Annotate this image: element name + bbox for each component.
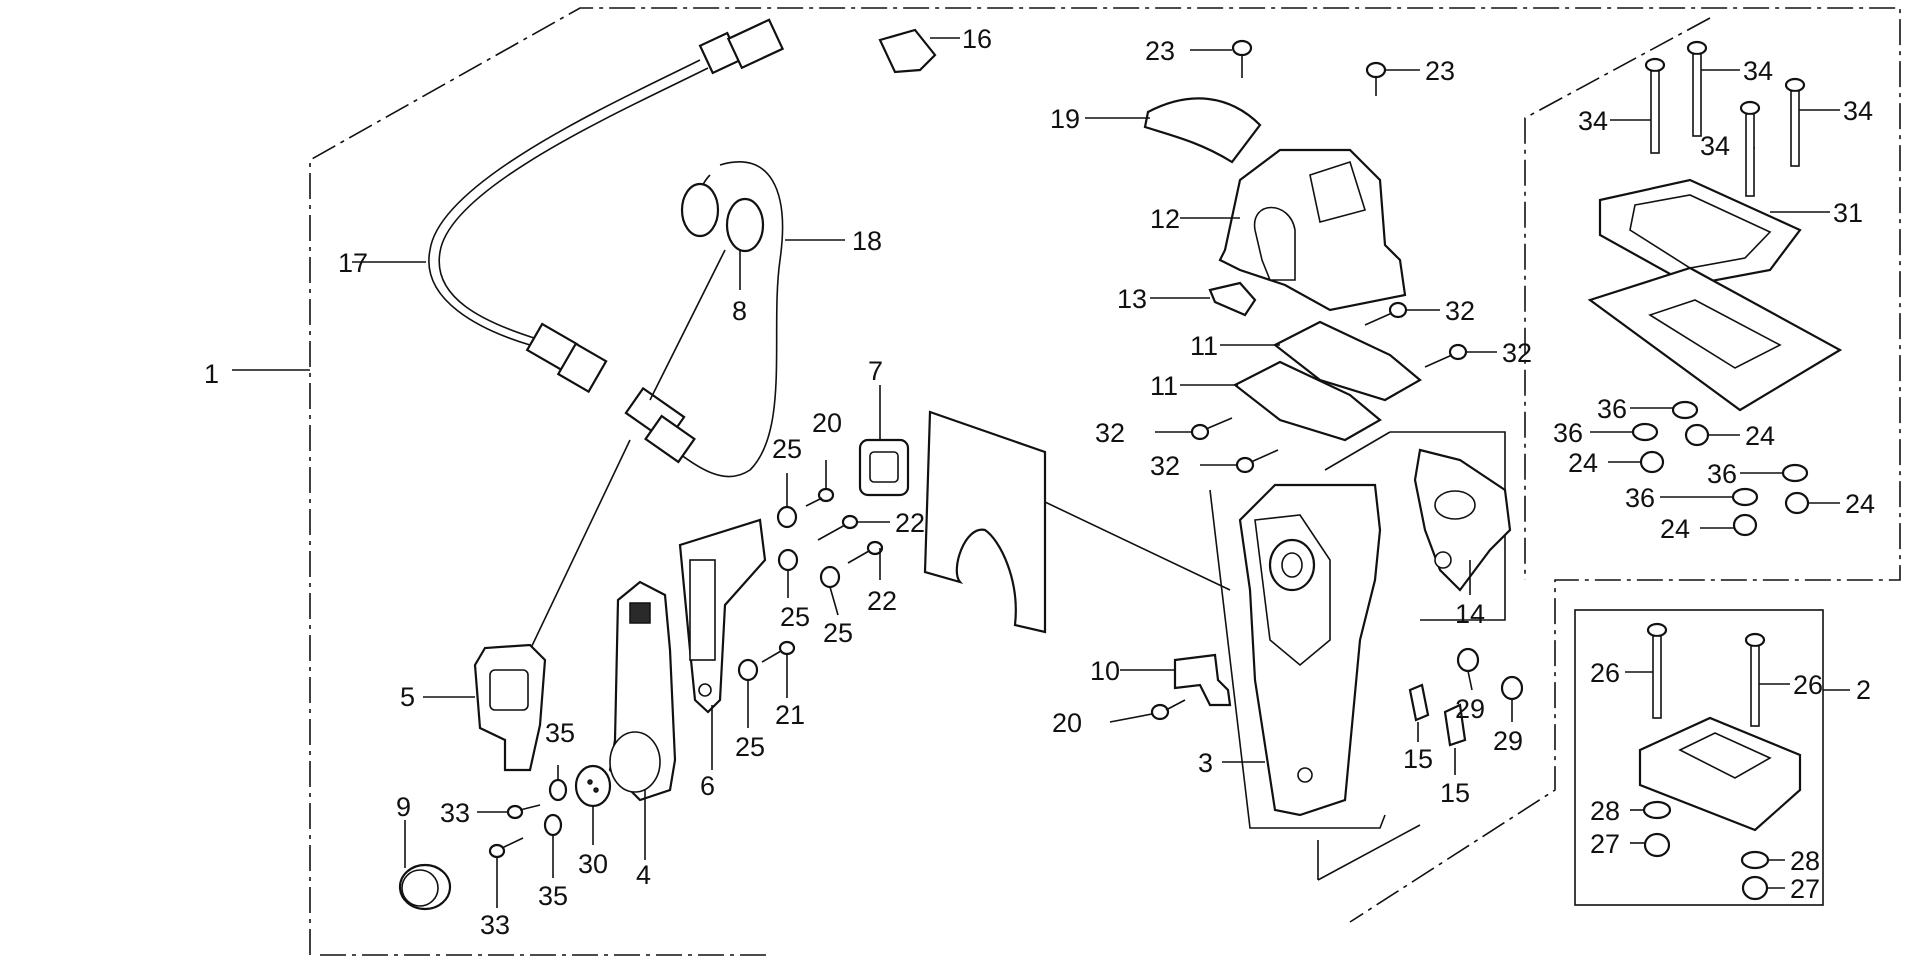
nuts-washers-right xyxy=(1590,400,1840,537)
callout-5: 5 xyxy=(400,682,415,712)
screws-32 xyxy=(1155,301,1497,474)
callout-19: 19 xyxy=(1050,104,1080,134)
callout-31: 31 xyxy=(1833,198,1863,228)
callout-30: 30 xyxy=(578,849,608,879)
callout-4: 4 xyxy=(636,860,651,890)
grommet-7 xyxy=(858,385,910,497)
cam-plate-14 xyxy=(1413,448,1512,595)
callout-35b: 35 xyxy=(538,881,568,911)
callout-23b: 23 xyxy=(1425,56,1455,86)
callout-12: 12 xyxy=(1150,204,1180,234)
callout-36b: 36 xyxy=(1553,418,1583,448)
callout-22a: 22 xyxy=(895,508,925,538)
subassembly-2-box xyxy=(1574,609,1824,906)
cap-9 xyxy=(398,820,452,911)
callout-32a: 32 xyxy=(1445,296,1475,326)
screws-23 xyxy=(1190,39,1420,96)
callout-6: 6 xyxy=(700,771,715,801)
clips-15 xyxy=(1408,683,1467,775)
callout-7: 7 xyxy=(868,356,883,386)
lever-arm-4 xyxy=(608,580,677,860)
callout-26b: 26 xyxy=(1793,670,1823,700)
callout-26a: 26 xyxy=(1590,658,1620,688)
callout-25c: 25 xyxy=(823,618,853,648)
callout-32c: 32 xyxy=(1095,418,1125,448)
callout-2: 2 xyxy=(1856,675,1871,705)
group-boundaries xyxy=(232,7,1901,956)
callout-11b: 11 xyxy=(1150,371,1178,401)
callout-18: 18 xyxy=(852,226,882,256)
callout-25a: 25 xyxy=(772,434,802,464)
callout-9: 9 xyxy=(396,792,411,822)
callout-33a: 33 xyxy=(440,798,470,828)
clip-13 xyxy=(1150,281,1257,317)
callout-28a: 28 xyxy=(1590,796,1620,826)
callout-29a: 29 xyxy=(1455,694,1485,724)
callout-23a: 23 xyxy=(1145,36,1175,66)
callout-29b: 29 xyxy=(1493,726,1523,756)
callout-17: 17 xyxy=(338,248,368,278)
callout-34a: 34 xyxy=(1578,106,1608,136)
callout-25b: 25 xyxy=(780,602,810,632)
small-fasteners-left xyxy=(477,460,890,908)
callout-34b: 34 xyxy=(1743,56,1773,86)
subassembly-2-parts xyxy=(1625,622,1802,901)
callout-24b: 24 xyxy=(1568,448,1598,478)
callout-24c: 24 xyxy=(1845,489,1875,519)
callout-10: 10 xyxy=(1090,656,1120,686)
callout-34c: 34 xyxy=(1700,131,1730,161)
callout-27b: 27 xyxy=(1790,874,1820,904)
gasket-plate xyxy=(1587,266,1843,412)
callout-33b: 33 xyxy=(480,910,510,940)
plate-31 xyxy=(1598,178,1830,287)
callout-32d: 32 xyxy=(1150,451,1180,481)
control-housing-3 xyxy=(1222,483,1382,817)
callout-1: 1 xyxy=(204,359,219,389)
bolts-34 xyxy=(1610,40,1840,197)
callout-28b: 28 xyxy=(1790,846,1820,876)
callout-labels: 1 2 3 4 5 6 7 8 9 10 11 11 12 13 14 15 1… xyxy=(204,24,1875,940)
callout-11a: 11 xyxy=(1190,331,1218,361)
callout-36c: 36 xyxy=(1707,459,1737,489)
bracket-10 xyxy=(1120,653,1232,707)
callout-27a: 27 xyxy=(1590,829,1620,859)
callout-36d: 36 xyxy=(1625,483,1655,513)
callout-24d: 24 xyxy=(1660,514,1690,544)
callout-24a: 24 xyxy=(1745,421,1775,451)
callout-36a: 36 xyxy=(1597,394,1627,424)
callout-13: 13 xyxy=(1117,284,1147,314)
callout-15a: 15 xyxy=(1403,744,1433,774)
callout-20a: 20 xyxy=(812,408,842,438)
clip-16 xyxy=(878,28,960,74)
callout-14: 14 xyxy=(1455,599,1485,629)
lever-6 xyxy=(678,518,767,770)
callout-8: 8 xyxy=(732,296,747,326)
callout-20b: 20 xyxy=(1052,708,1082,738)
callout-22b: 22 xyxy=(867,586,897,616)
callout-16: 16 xyxy=(962,24,992,54)
wire-harness-18 xyxy=(529,161,845,651)
callout-3: 3 xyxy=(1198,748,1213,778)
brackets-11 xyxy=(1180,320,1422,442)
callout-21: 21 xyxy=(775,700,805,730)
cover-strip-19 xyxy=(1085,97,1262,164)
washers-29 xyxy=(1456,647,1524,722)
gasket-sheet xyxy=(923,410,1047,634)
callout-25d: 25 xyxy=(735,732,765,762)
disc-30 xyxy=(574,764,612,845)
cover-12 xyxy=(1180,148,1407,312)
wire-harness-17 xyxy=(352,18,785,394)
callout-34d: 34 xyxy=(1843,96,1873,126)
callout-32b: 32 xyxy=(1502,338,1532,368)
callout-15b: 15 xyxy=(1440,778,1470,808)
callout-35a: 35 xyxy=(545,718,575,748)
screw-20-lower xyxy=(1109,699,1186,723)
switch-housing-5 xyxy=(423,643,547,772)
